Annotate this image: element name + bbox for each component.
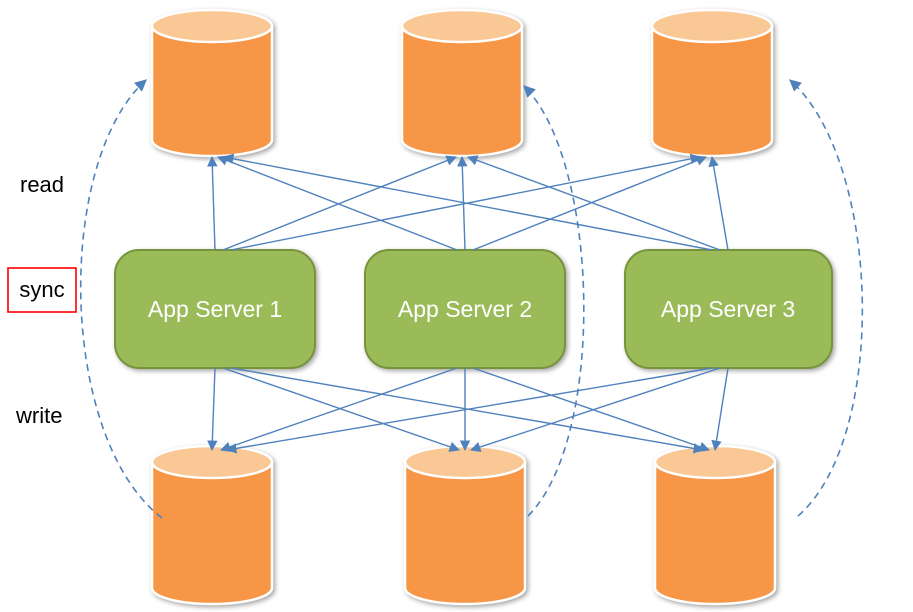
- read-arrow: [708, 155, 729, 251]
- database-cylinder-body: [150, 460, 274, 606]
- database-cylinder-top: [150, 8, 274, 44]
- database-cylinder-body: [653, 460, 777, 606]
- database-top-3: [650, 8, 774, 158]
- database-cylinder-body: [400, 24, 524, 158]
- read-arrow: [222, 153, 713, 251]
- read-label: read: [20, 172, 64, 197]
- write-arrow: [207, 367, 218, 452]
- read-arrows: [207, 153, 729, 251]
- database-top-1: [150, 8, 274, 158]
- sync-arrow-middle: [523, 85, 585, 517]
- database-cylinder-body: [650, 24, 774, 158]
- app-server-label: App Server 1: [148, 296, 282, 322]
- write-label: write: [15, 403, 62, 428]
- sync-label-box: [7, 267, 77, 313]
- write-arrow: [472, 367, 710, 452]
- sync-arrows: [79, 79, 864, 519]
- database-top-2: [400, 8, 524, 158]
- database-cylinder-top: [403, 444, 527, 480]
- database-cylinder-top: [653, 444, 777, 480]
- write-arrow: [470, 367, 721, 453]
- database-cylinder-top: [400, 8, 524, 44]
- write-arrow: [711, 367, 729, 452]
- write-arrow: [220, 367, 458, 452]
- read-arrow: [222, 155, 457, 251]
- database-cylinder-body: [150, 24, 274, 158]
- app-server-box: [624, 249, 833, 369]
- app-server-label: App Server 2: [398, 296, 532, 322]
- read-arrow: [472, 155, 707, 251]
- database-cylinder-body: [403, 460, 527, 606]
- app-server-1: App Server 1: [114, 249, 316, 369]
- read-arrow: [457, 155, 468, 251]
- app-server-3: App Server 3: [624, 249, 833, 369]
- database-cylinder-top: [650, 8, 774, 44]
- write-arrow: [225, 367, 713, 454]
- read-arrow: [467, 155, 721, 251]
- read-arrow: [217, 155, 458, 251]
- database-cylinder-top: [150, 444, 274, 480]
- sync-arrow-right: [789, 79, 864, 517]
- database-bottom-1: [150, 444, 274, 606]
- write-arrows: [207, 367, 729, 454]
- database-bottom-3: [653, 444, 777, 606]
- database-bottom-2: [403, 444, 527, 606]
- app-server-label: App Server 3: [661, 296, 795, 322]
- app-server-2: App Server 2: [364, 249, 566, 369]
- read-arrow: [207, 155, 218, 251]
- sync-label: sync: [19, 277, 64, 302]
